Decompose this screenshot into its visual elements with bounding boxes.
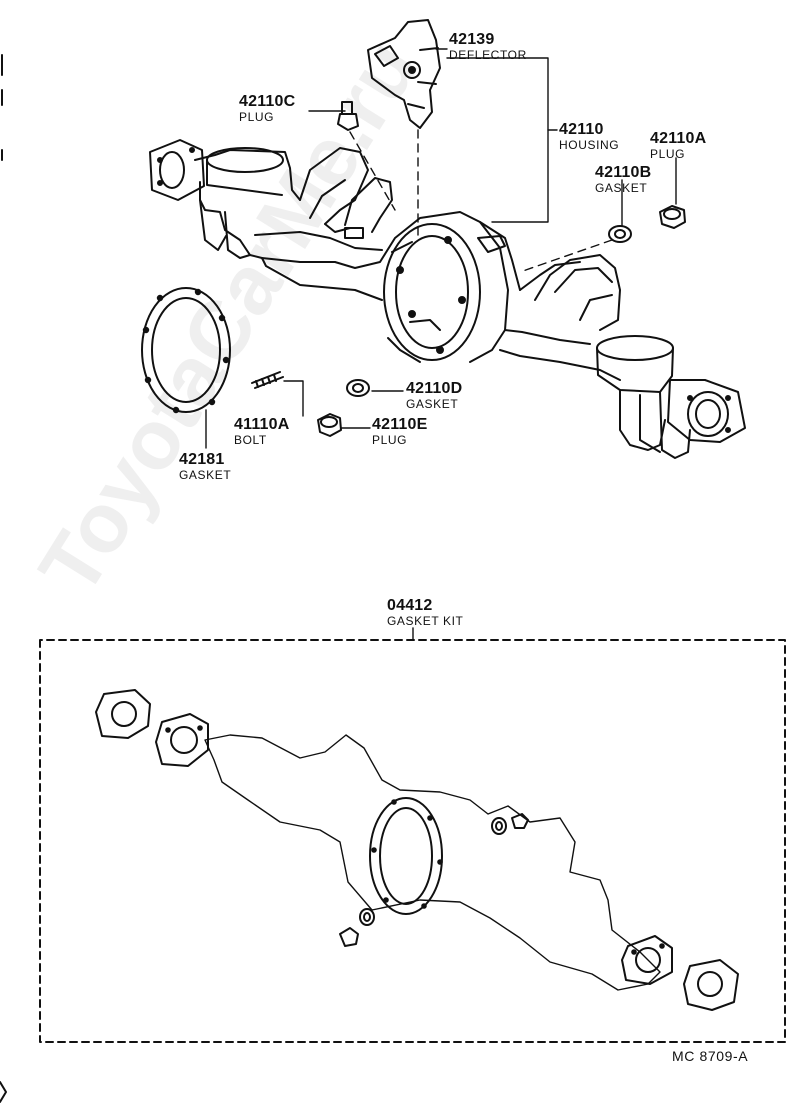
part-number: 42110A: [650, 130, 707, 147]
part-number: 42110E: [372, 416, 428, 433]
part-name: DEFLECTOR: [449, 48, 527, 62]
part-name: PLUG: [372, 433, 408, 447]
part-name: GASKET: [179, 468, 232, 482]
callout-plug-42110e: 42110E PLUG: [372, 416, 428, 447]
gasket-42181-part: [141, 287, 231, 414]
kit-small-parts: [339, 813, 529, 947]
part-name: GASKET: [595, 181, 648, 195]
part-name: GASKET: [406, 397, 459, 411]
plug-42110e-part: [317, 413, 342, 437]
callout-housing: 42110 HOUSING: [559, 121, 620, 152]
part-number: 42110C: [239, 93, 296, 110]
kit-flange-gasket-3: [621, 935, 673, 985]
leader-lines: [205, 48, 677, 449]
gasket-kit-outline: [204, 734, 661, 991]
deflector-part: [367, 19, 441, 129]
part-name: GASKET KIT: [387, 614, 464, 628]
part-name: PLUG: [239, 110, 275, 124]
part-number: 42110B: [595, 164, 652, 181]
part-number: 42110D: [406, 380, 463, 397]
bolt-part: [251, 371, 284, 389]
kit-flange-gasket-2: [155, 713, 209, 767]
callout-gasket-42181: 42181 GASKET: [179, 451, 232, 482]
part-number: 04412: [387, 597, 433, 614]
axle-housing-drawing: [149, 139, 746, 459]
kit-carrier-gasket: [369, 797, 443, 915]
callout-plug-42110c: 42110C PLUG: [239, 93, 296, 124]
part-name: PLUG: [650, 147, 686, 161]
callout-gasket-42110d: 42110D GASKET: [406, 380, 463, 411]
callout-bolt: 41110A BOLT: [234, 416, 290, 447]
plug-42110a-part: [659, 205, 686, 229]
gasket-42110d-part: [346, 379, 370, 397]
gasket-42110b-part: [608, 225, 632, 243]
dashed-assembly-lines: [349, 129, 613, 273]
callout-gasket-kit: 04412 GASKET KIT: [387, 597, 464, 628]
callout-deflector: 42139 DEFLECTOR: [449, 31, 527, 62]
part-name: BOLT: [234, 433, 267, 447]
gasket-kit-frame: [39, 639, 786, 1043]
part-name: HOUSING: [559, 138, 620, 152]
callout-gasket-42110b: 42110B GASKET: [595, 164, 652, 195]
kit-flange-gasket-1: [95, 689, 151, 739]
part-number: 42139: [449, 31, 495, 48]
plug-42110c-part: [337, 101, 359, 131]
callout-plug-42110a: 42110A PLUG: [650, 130, 707, 161]
part-number: 42181: [179, 451, 225, 468]
kit-flange-gasket-4: [683, 959, 739, 1011]
part-number: 41110A: [234, 416, 290, 433]
drawing-code: MC 8709-A: [672, 1048, 749, 1064]
part-number: 42110: [559, 121, 604, 138]
corner-mark: [0, 1081, 7, 1103]
